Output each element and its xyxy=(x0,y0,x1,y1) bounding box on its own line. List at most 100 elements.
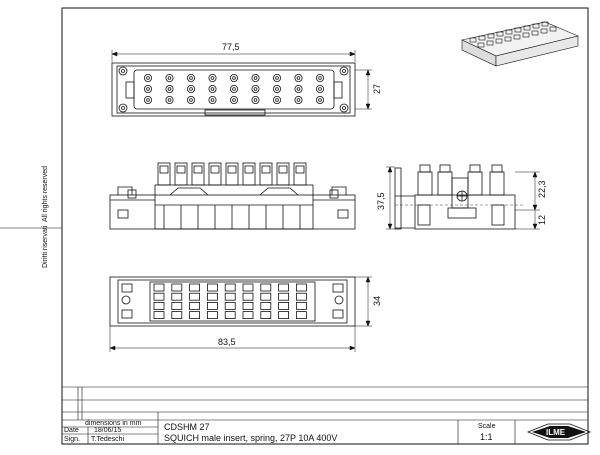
rights-italian-text: Diritti riservati xyxy=(42,225,49,268)
iso-terminal xyxy=(549,26,557,32)
dim-height-top-label: 27 xyxy=(372,84,382,94)
contact-hole xyxy=(186,74,195,83)
part-code: CDSHM 27 xyxy=(164,422,210,432)
spring-terminal xyxy=(293,162,307,186)
iso-terminal xyxy=(523,25,531,31)
contact-hole xyxy=(165,96,174,105)
terminal-window xyxy=(295,165,305,174)
contact-pin xyxy=(296,98,301,102)
contact-pin xyxy=(296,87,301,91)
contact-hole xyxy=(315,96,324,105)
terminal-cell xyxy=(278,301,290,310)
contact-pin xyxy=(167,87,172,91)
contact-hole xyxy=(294,96,303,105)
terminal-cell xyxy=(171,292,183,301)
terminal-cell xyxy=(206,301,218,310)
terminal-window xyxy=(278,165,288,174)
contact-pin xyxy=(210,87,215,91)
spring-terminal xyxy=(242,162,256,186)
bottom-view xyxy=(109,276,356,327)
contact-pin xyxy=(275,87,279,91)
terminal-cell xyxy=(278,283,290,292)
ilme-logo: ILME xyxy=(526,423,592,441)
ilme-logo-text: ILME xyxy=(546,428,566,437)
front-view xyxy=(109,162,356,230)
terminal-cell xyxy=(206,292,218,301)
terminal-window xyxy=(261,165,271,174)
spring-terminal xyxy=(259,162,273,186)
contact-hole xyxy=(143,74,152,83)
contact-hole xyxy=(294,85,303,94)
iso-contacts xyxy=(469,21,557,48)
contact-hole xyxy=(315,85,324,94)
terminal-cell xyxy=(242,301,254,310)
contact-hole xyxy=(251,85,260,94)
sign-value: T.Tedeschi xyxy=(91,436,125,443)
contact-hole xyxy=(229,85,238,94)
contact-pin xyxy=(189,87,193,91)
contact-pin xyxy=(146,87,150,91)
dim-width-top-label: 77,5 xyxy=(222,42,240,52)
contact-hole xyxy=(208,96,217,105)
spring-terminal xyxy=(157,162,171,186)
top-view xyxy=(111,62,356,117)
terminal-window xyxy=(244,165,254,174)
contact-hole xyxy=(229,96,238,105)
iso-terminal xyxy=(504,36,512,42)
bottom-contacts xyxy=(153,283,307,320)
terminal-cell xyxy=(153,311,165,320)
terminal-cell xyxy=(295,311,307,320)
contact-hole xyxy=(165,74,174,83)
spring-terminal xyxy=(174,162,188,186)
rights-english-text: All rights reserved xyxy=(42,166,49,222)
side-view xyxy=(394,164,525,230)
terminal-cell xyxy=(224,283,236,292)
iso-terminal xyxy=(540,28,548,34)
contact-hole xyxy=(165,85,174,94)
contact-pin xyxy=(167,76,172,80)
dim-side xyxy=(386,166,540,230)
contact-hole xyxy=(208,74,217,83)
terminal-cell xyxy=(171,283,183,292)
iso-terminal xyxy=(514,27,522,33)
spring-terminal xyxy=(191,162,205,186)
spring-terminal xyxy=(208,162,222,186)
terminal-cell xyxy=(242,311,254,320)
contact-pin xyxy=(232,87,236,91)
terminal-window xyxy=(210,165,220,174)
part-description: SQUICH male insert, spring, 27P 10A 400V xyxy=(164,433,337,443)
terminal-cell xyxy=(242,292,254,301)
contact-hole xyxy=(294,74,303,83)
contact-hole xyxy=(229,74,238,83)
terminal-cell xyxy=(189,292,201,301)
terminal-cell xyxy=(295,283,307,292)
contact-pin xyxy=(189,98,193,102)
isometric-view xyxy=(461,21,579,67)
contact-hole xyxy=(272,96,281,105)
dimensions-note: dimensions in mm xyxy=(85,420,142,427)
contact-pin xyxy=(210,76,215,80)
terminal-cell xyxy=(278,311,290,320)
contact-hole xyxy=(186,85,195,94)
terminal-cell xyxy=(206,283,218,292)
iso-terminal xyxy=(541,21,549,27)
terminal-cell xyxy=(295,301,307,310)
contact-pin xyxy=(296,76,301,80)
iso-terminal xyxy=(531,30,539,36)
dim-side-lower-label: 12 xyxy=(537,215,547,225)
terminal-cell xyxy=(260,301,272,310)
front-terminals xyxy=(157,162,307,229)
contact-hole xyxy=(143,85,152,94)
iso-terminal xyxy=(513,34,521,40)
iso-terminal xyxy=(505,29,513,35)
terminal-cell xyxy=(171,301,183,310)
contact-hole xyxy=(186,96,195,105)
terminal-cell xyxy=(189,311,201,320)
iso-terminal xyxy=(487,33,495,39)
dim-width-bottom-label: 83,5 xyxy=(218,337,236,347)
title-block xyxy=(62,386,588,444)
dim-side-upper-label: 22,3 xyxy=(537,180,547,198)
contact-hole xyxy=(272,85,281,94)
contact-pin xyxy=(275,76,279,80)
date-value: 18/06/15 xyxy=(94,427,121,434)
